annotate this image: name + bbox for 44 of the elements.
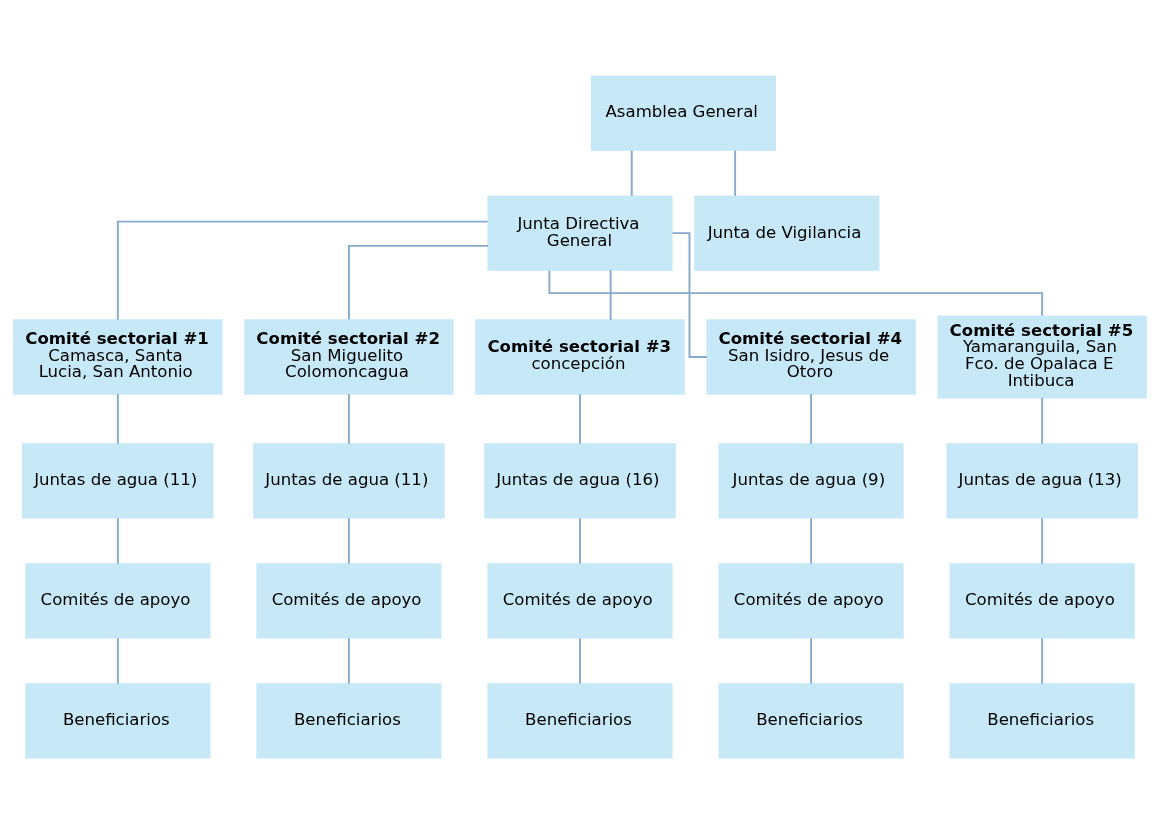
connector [347,636,350,685]
connector [579,636,581,685]
connector [810,516,813,564]
node-box: Beneficiarios [949,682,1135,759]
node-box: Juntas de agua (11) [253,442,445,518]
connector [1041,636,1044,685]
connector [347,392,350,445]
node-box: Beneficiarios [487,682,673,759]
node-box: Comités de apoyo [949,562,1135,638]
connector [116,516,119,564]
connector [579,516,581,564]
node-box: Beneficiarios [25,682,211,759]
node-box: Comité sectorial #1 Camasca, Santa Lucia, San Antonio [13,318,223,395]
node-box: Junta de Vigilancia [694,195,880,271]
connector [810,636,813,685]
node-box: Beneficiarios [718,682,904,759]
connector [630,149,633,197]
connector [347,244,489,320]
connector [734,149,737,197]
node-box: Juntas de agua (16) [484,442,676,518]
node-box: Juntas de agua (13) [946,442,1138,518]
node-box: Comités de apoyo [487,562,673,638]
connector [1041,396,1044,445]
connector [116,392,119,445]
connector [116,636,119,685]
node-box: Comité sectorial #2 San Miguelito Colomoncagua [244,318,454,395]
node-box: Juntas de agua (11) [22,442,214,518]
node-box: Comité sectorial #3 concepción [475,318,685,395]
node-box: Comités de apoyo [25,562,211,638]
connector [609,268,612,321]
node-box: Junta Directiva General [487,195,673,271]
connector [347,516,350,564]
node-box: Comités de apoyo [718,562,904,638]
node-box: Comité sectorial #5 Yamaranguila, San Fco. de Opalaca E Intibuca [937,315,1147,398]
connector [810,392,813,445]
node-box: Asamblea General [590,74,776,151]
connector [548,269,1044,317]
node-box: Juntas de agua (9) [718,442,904,518]
node-box: Comité sectorial #4 San Isidro, Jesus de Otoro [706,318,916,395]
node-box: Beneficiarios [256,682,442,759]
connector [116,220,489,321]
connector [1041,516,1044,564]
connector [579,392,581,445]
node-box: Comités de apoyo [256,562,442,638]
